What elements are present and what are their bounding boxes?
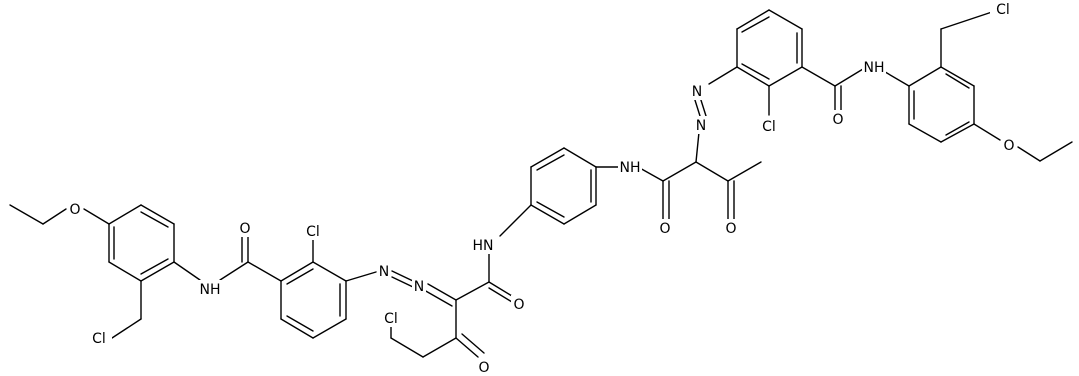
atom-n-top-azo1: N — [692, 84, 702, 100]
atom-o-center-ketone-right: O — [725, 221, 736, 237]
atom-cl-top-right: Cl — [996, 2, 1010, 18]
atom-nh-left: N​H — [200, 282, 221, 298]
atom-nh-center-right: NH — [620, 160, 641, 176]
atom-o-center-amide-right: O — [659, 221, 670, 237]
atom-o-left-ether: O — [69, 202, 80, 218]
atom-cl-top-ring: Cl — [762, 119, 776, 135]
atom-cl-left-benzyl: Cl — [92, 331, 106, 347]
bond-lines — [9, 7, 1073, 358]
atom-n-top-azo2: N — [696, 118, 706, 134]
atom-o-top-amide: O — [832, 112, 843, 128]
atom-cl-chain: Cl — [384, 311, 398, 327]
atom-o-left-ketone: O — [478, 360, 489, 376]
atom-labels: Cl N​H O Cl N N O NH O O HN O Cl N N O — [67, 0, 1017, 376]
atom-n-left-azo1: N — [379, 264, 389, 280]
atom-nh-center-left: HN — [473, 238, 494, 254]
atom-cl-left-ring: Cl — [306, 224, 320, 240]
atom-nh-top-right: N​H — [864, 60, 885, 76]
atom-o-top-ether: O — [1003, 138, 1014, 154]
atom-o-center-amide-left: O — [513, 297, 524, 313]
atom-n-left-azo2: N — [414, 279, 424, 295]
atom-o-left-amide: O — [239, 221, 250, 237]
